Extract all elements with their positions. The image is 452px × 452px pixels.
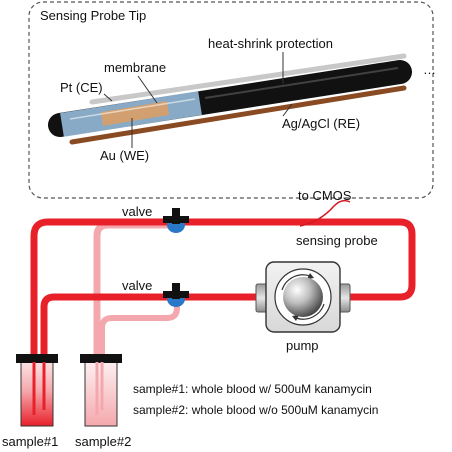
fluidic-circuit: to CMOS sensing probe valve valve xyxy=(2,188,416,449)
peristaltic-pump[interactable] xyxy=(255,261,351,333)
label-valve-top: valve xyxy=(122,204,152,219)
panel-title: Sensing Probe Tip xyxy=(40,8,146,23)
au-electrode xyxy=(100,101,170,126)
valve-bottom[interactable] xyxy=(163,283,189,307)
probe-wire-to-cmos xyxy=(299,199,351,227)
tube-sample2-return xyxy=(99,298,180,410)
pt-wire xyxy=(89,53,407,105)
label-ag-agcl-re: Ag/AgCl (RE) xyxy=(282,116,360,131)
vial-sample2 xyxy=(80,354,122,427)
ag-agcl-wire xyxy=(69,85,407,145)
continuation-ellipsis: … xyxy=(423,62,436,77)
label-pt-ce: Pt (CE) xyxy=(60,80,103,95)
label-sample2: sample#2 xyxy=(75,434,131,449)
label-au-we: Au (WE) xyxy=(100,148,149,163)
label-heat-shrink: heat-shrink protection xyxy=(208,36,333,51)
legend-sample2: sample#2: whole blood w/o 500uM kanamyci… xyxy=(133,403,378,417)
tube-main-loop xyxy=(30,218,416,355)
label-pump: pump xyxy=(286,338,319,353)
label-sample1: sample#1 xyxy=(2,434,58,449)
probe-body xyxy=(48,60,412,137)
probe-tip-panel: Sensing Probe Tip … heat-shrink protecti… xyxy=(28,1,436,199)
legend-sample1: sample#1: whole blood w/ 500uM kanamycin xyxy=(133,382,372,396)
tube-main-return xyxy=(40,293,250,410)
label-to-cmos: to CMOS xyxy=(298,188,352,203)
valve-top[interactable] xyxy=(163,208,189,233)
label-sensing-probe: sensing probe xyxy=(296,233,378,248)
label-valve-bottom: valve xyxy=(122,278,152,293)
vial-sample1 xyxy=(16,354,58,427)
pump-rotor xyxy=(283,277,323,317)
label-membrane: membrane xyxy=(104,60,166,75)
